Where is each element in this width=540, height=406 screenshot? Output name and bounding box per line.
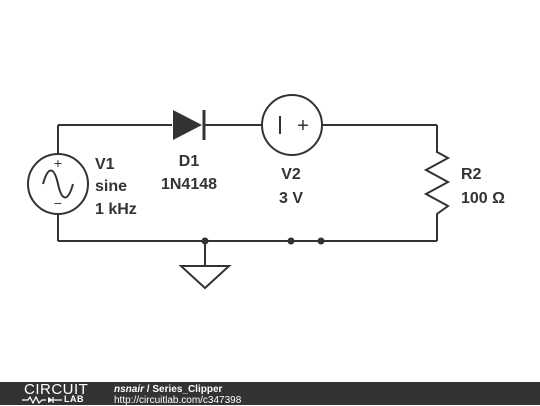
v1-plus-sign: +	[54, 155, 62, 171]
d1-diode[interactable]	[173, 110, 206, 140]
v1-name-label: V1	[95, 156, 115, 173]
resistor-logo-icon	[22, 396, 62, 404]
brand-word: CIRCUIT	[24, 381, 89, 398]
resistor-zigzag-icon	[423, 146, 451, 220]
brand-sub: LAB	[64, 394, 84, 404]
circuitlab-logo: CIRCUIT LAB	[2, 382, 102, 405]
d1-name-label: D1	[179, 153, 200, 170]
v2-plus-sign: +	[297, 115, 309, 137]
v1-freq-label: 1 kHz	[95, 201, 137, 218]
r2-value-label: 100 Ω	[461, 190, 505, 207]
r2-name-label: R2	[461, 166, 482, 183]
junction-dot	[201, 237, 209, 245]
v1-minus-sign: −	[54, 195, 62, 211]
author-link[interactable]: nsnair	[114, 384, 145, 395]
junction-dot	[287, 237, 295, 245]
sine-wave-icon	[42, 169, 74, 199]
circuit-url[interactable]: http://circuitlab.com/c347398	[114, 395, 242, 406]
circuit-title[interactable]: Series_Clipper	[152, 384, 223, 395]
junction-dot	[317, 237, 325, 245]
d1-part-label: 1N4148	[161, 176, 217, 193]
wires	[57, 124, 438, 266]
circuit-schematic: + − V1 sine 1 kHz D1 1N4148 + V2 3 V R2 …	[27, 94, 505, 290]
ground-symbol-icon	[178, 265, 232, 290]
footer-bar: CIRCUIT LAB nsnair / Series_Clipper http…	[0, 382, 540, 406]
v2-source-body	[261, 94, 323, 156]
v2-name-label: V2	[281, 166, 301, 183]
v2-dc-source[interactable]: +	[261, 94, 323, 156]
r2-resistor[interactable]	[423, 146, 451, 220]
path-separator: /	[146, 384, 150, 395]
circuit-meta: nsnair / Series_Clipper http://circuitla…	[114, 384, 241, 406]
v1-sine-source[interactable]: + −	[27, 153, 89, 215]
diode-triangle-icon	[173, 110, 202, 140]
v1-source-body	[27, 153, 89, 215]
v1-type-label: sine	[95, 178, 127, 195]
ground-triangle	[178, 265, 232, 290]
v2-value-label: 3 V	[279, 190, 303, 207]
